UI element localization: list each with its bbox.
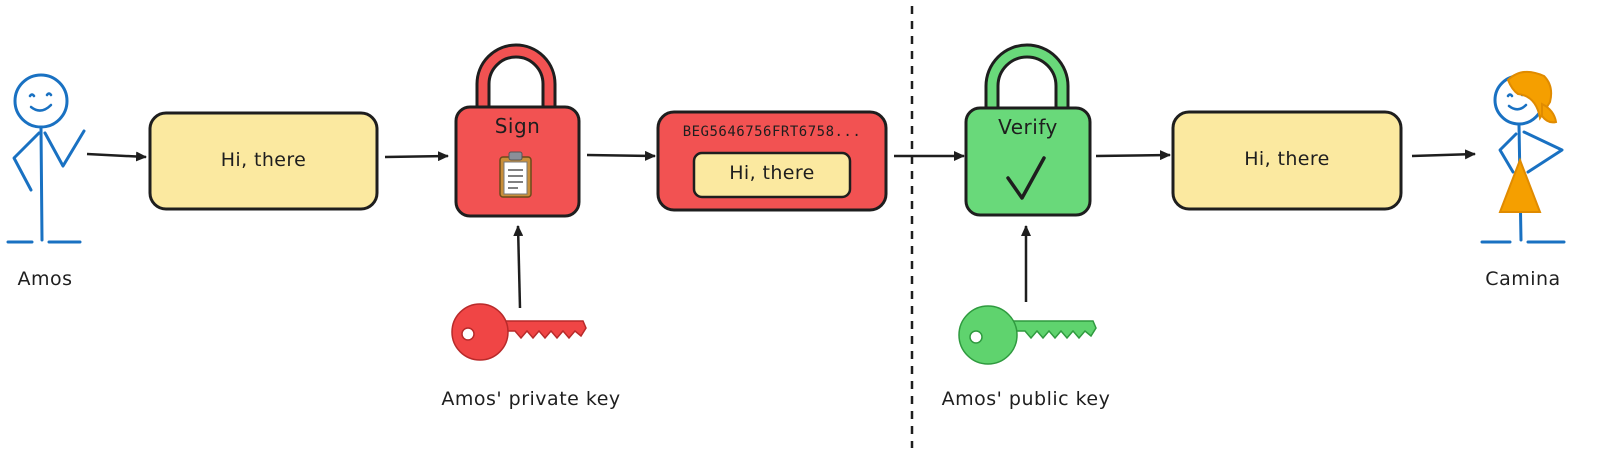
private-key-icon	[451, 303, 587, 361]
message-incoming-text: Hi, there	[1244, 148, 1330, 170]
signed-message-inner	[692, 151, 852, 199]
message-outgoing-text: Hi, there	[220, 149, 307, 171]
sender-figure	[6, 73, 86, 244]
arrow-private-key-to-sign	[513, 225, 524, 309]
recipient-figure	[1480, 70, 1566, 244]
arrow-verify-to-message	[1095, 150, 1171, 161]
verify-lock-label: Verify	[998, 115, 1058, 139]
signed-message-text: Hi, there	[729, 162, 815, 184]
clipboard-icon	[499, 151, 532, 198]
public-key-icon	[958, 305, 1097, 365]
recipient-name-label: Camina	[1485, 268, 1561, 290]
signature-text: BEG5646756FRT6758...	[682, 124, 862, 140]
message-box-outgoing	[148, 111, 379, 211]
checkmark-icon	[1006, 156, 1046, 200]
verify-lock	[964, 43, 1092, 217]
sign-lock-label: Sign	[494, 114, 541, 138]
arrow-message-to-recipient	[1411, 149, 1476, 160]
sender-name-label: Amos	[17, 268, 73, 290]
arrow-message-to-sign	[384, 151, 449, 162]
public-key-label: Amos' public key	[941, 388, 1111, 410]
message-box-incoming	[1171, 110, 1403, 211]
arrow-sign-to-signed	[586, 150, 656, 161]
private-key-label: Amos' private key	[441, 388, 621, 410]
arrow-sender-to-message	[86, 151, 147, 162]
